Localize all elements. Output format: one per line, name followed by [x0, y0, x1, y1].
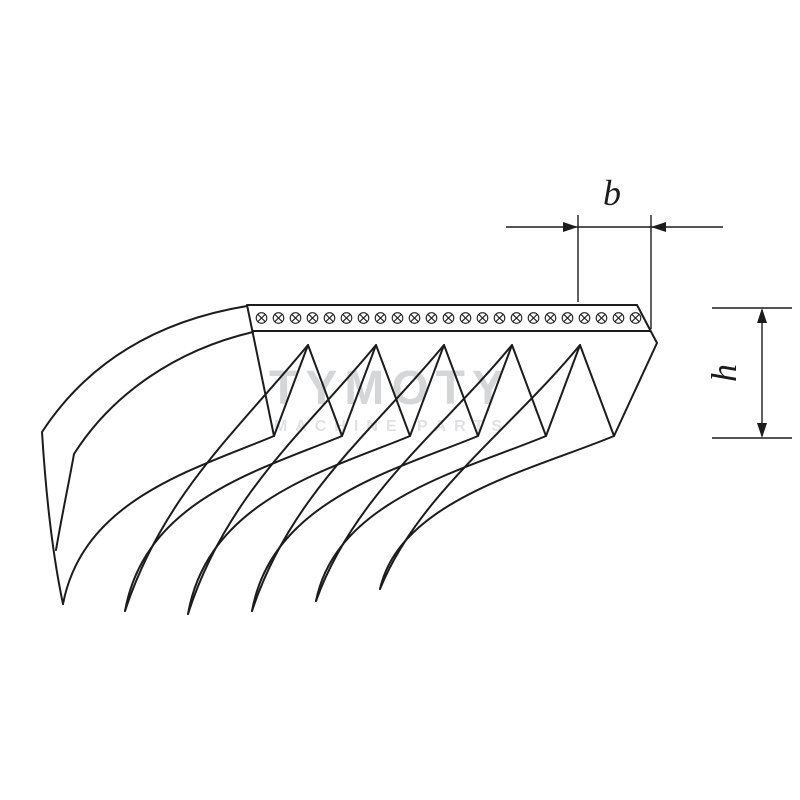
rib-ridge-curve: [315, 435, 547, 602]
rib-ridge-curve: [251, 435, 479, 612]
groove-curve: [124, 344, 309, 612]
hatch-band: [248, 306, 649, 330]
groove-curve: [251, 344, 445, 612]
rib-ridge-curve: [62, 435, 275, 605]
groove-curve: [379, 344, 581, 590]
belt-outer-silhouette: [41, 305, 248, 605]
watermark-subtitle-text: MACHINE PARTS: [274, 418, 510, 435]
dimension-h-arrow-bottom: [757, 423, 767, 438]
rib-ridge-curve: [124, 435, 343, 612]
belt-perspective-curves: [41, 305, 615, 615]
groove-curve: [315, 344, 513, 602]
dimension-h: h: [704, 307, 792, 439]
dimension-b: b: [506, 173, 723, 329]
dimension-b-arrow-right: [651, 222, 666, 232]
rib-ridge-curve: [187, 435, 411, 615]
belt-band-edge-curve: [55, 331, 254, 551]
dimension-b-arrow-left: [563, 222, 578, 232]
dimension-h-arrow-top: [757, 308, 767, 323]
groove-curve: [187, 344, 377, 615]
belt-front-face: [246, 304, 658, 437]
belt-face-outline: [246, 304, 658, 437]
dimension-b-label: b: [603, 173, 621, 213]
dimension-h-label: h: [704, 364, 744, 382]
rib-ridge-curve: [379, 435, 615, 590]
